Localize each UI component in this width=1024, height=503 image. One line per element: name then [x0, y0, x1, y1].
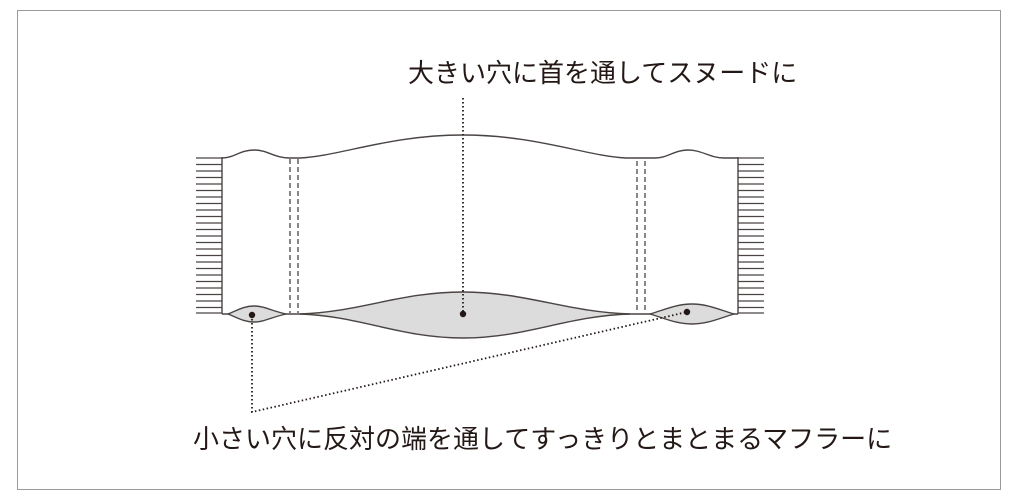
seam-lines	[289, 159, 646, 313]
diagram-frame	[17, 10, 1001, 490]
marker-dots	[248, 308, 691, 319]
small-hole-left	[226, 305, 287, 323]
large-hole-label: 大きい穴に首を通してスヌードに	[408, 59, 798, 89]
left-fringe	[196, 157, 222, 314]
leader-lines	[251, 98, 688, 414]
scarf-body	[221, 134, 739, 315]
small-hole-label: 小さい穴に反対の端を通してすっきりとまとまるマフラーに	[193, 425, 893, 455]
right-fringe	[738, 157, 764, 314]
small-hole-right	[647, 303, 737, 325]
